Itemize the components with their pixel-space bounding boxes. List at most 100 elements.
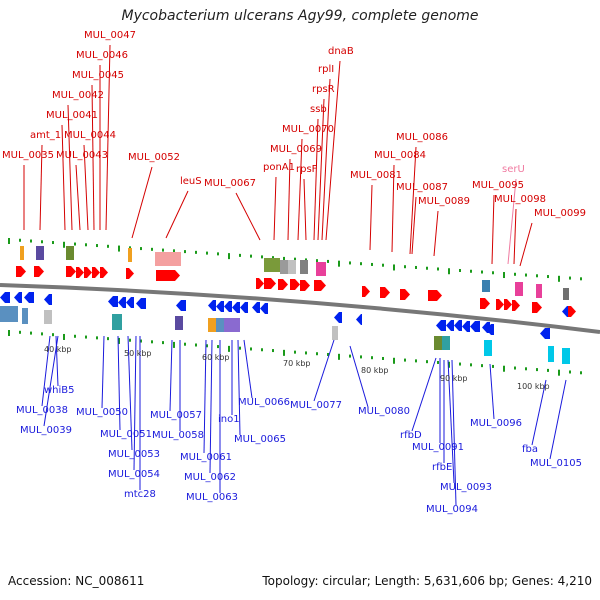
forward-gene-arrow[interactable]	[66, 266, 76, 277]
forward-gene-arrow[interactable]	[568, 306, 576, 317]
forward-gene-label[interactable]: MUL_0087	[396, 182, 448, 193]
reverse-gene-arrow[interactable]	[356, 314, 362, 325]
forward-gene-label[interactable]: MUL_0046	[76, 50, 128, 61]
reverse-gene-label[interactable]: MUL_0094	[426, 504, 478, 515]
gene-feature-box[interactable]	[208, 318, 216, 332]
reverse-gene-arrow[interactable]	[446, 320, 454, 331]
reverse-gene-label[interactable]: mtc28	[124, 489, 156, 500]
reverse-gene-label[interactable]: MUL_0039	[20, 425, 72, 436]
forward-gene-arrow[interactable]	[92, 267, 100, 278]
forward-gene-arrow[interactable]	[300, 280, 310, 291]
gene-feature-box[interactable]	[264, 258, 280, 272]
reverse-gene-label[interactable]: MUL_0038	[16, 405, 68, 416]
gene-feature-box[interactable]	[515, 282, 523, 296]
reverse-gene-arrow[interactable]	[118, 297, 126, 308]
gene-feature-box[interactable]	[536, 284, 542, 298]
reverse-gene-arrow[interactable]	[436, 320, 446, 331]
gene-feature-box[interactable]	[20, 246, 24, 260]
gene-feature-box[interactable]	[224, 318, 232, 332]
reverse-gene-arrow[interactable]	[462, 321, 470, 332]
gene-feature-box[interactable]	[0, 306, 18, 322]
forward-gene-arrow[interactable]	[504, 299, 512, 310]
reverse-gene-arrow[interactable]	[240, 302, 248, 313]
forward-gene-arrow[interactable]	[480, 298, 490, 309]
forward-gene-label[interactable]: dnaB	[328, 46, 354, 57]
reverse-gene-arrow[interactable]	[562, 306, 568, 317]
forward-gene-arrow[interactable]	[290, 279, 300, 290]
gene-feature-box[interactable]	[484, 340, 492, 356]
reverse-gene-label[interactable]: MUL_0065	[234, 434, 286, 445]
forward-gene-arrow[interactable]	[256, 278, 264, 289]
reverse-gene-label[interactable]: MUL_0066	[238, 397, 290, 408]
reverse-gene-label[interactable]: MUL_0105	[530, 458, 582, 469]
forward-gene-arrow[interactable]	[126, 268, 134, 279]
forward-gene-label[interactable]: MUL_0084	[374, 150, 426, 161]
forward-gene-label[interactable]: MUL_0035	[2, 150, 54, 161]
forward-gene-arrow[interactable]	[264, 278, 276, 289]
forward-gene-label[interactable]: MUL_0081	[350, 170, 402, 181]
gene-feature-box[interactable]	[216, 318, 224, 332]
reverse-gene-arrow[interactable]	[44, 294, 52, 305]
forward-gene-arrow[interactable]	[380, 287, 390, 298]
forward-gene-arrow[interactable]	[314, 280, 326, 291]
forward-gene-label[interactable]: MUL_0099	[534, 208, 586, 219]
reverse-gene-label[interactable]: whiB5	[44, 385, 75, 396]
reverse-gene-arrow[interactable]	[208, 300, 216, 311]
forward-gene-label[interactable]: leuS	[180, 176, 202, 187]
gene-feature-box[interactable]	[280, 260, 288, 274]
reverse-gene-arrow[interactable]	[108, 296, 118, 307]
gene-feature-box[interactable]	[548, 346, 554, 362]
reverse-gene-arrow[interactable]	[334, 312, 342, 323]
reverse-gene-label[interactable]: MUL_0091	[412, 442, 464, 453]
forward-gene-label[interactable]: MUL_0086	[396, 132, 448, 143]
reverse-gene-label[interactable]: MUL_0058	[152, 430, 204, 441]
reverse-gene-label[interactable]: MUL_0051	[100, 429, 152, 440]
forward-gene-arrow[interactable]	[496, 299, 504, 310]
forward-gene-label[interactable]: rpsR	[312, 84, 335, 95]
gene-feature-box[interactable]	[22, 308, 28, 324]
reverse-gene-label[interactable]: rfbD	[400, 430, 422, 441]
forward-gene-label[interactable]: MUL_0041	[46, 110, 98, 121]
gene-feature-box[interactable]	[288, 260, 296, 274]
forward-gene-label[interactable]: MUL_0095	[472, 180, 524, 191]
reverse-gene-arrow[interactable]	[260, 303, 268, 314]
reverse-gene-arrow[interactable]	[24, 292, 34, 303]
reverse-gene-arrow[interactable]	[216, 301, 224, 312]
gene-feature-box[interactable]	[155, 252, 181, 266]
reverse-gene-label[interactable]: MUL_0093	[440, 482, 492, 493]
reverse-gene-arrow[interactable]	[540, 328, 550, 339]
forward-gene-label[interactable]: serU	[502, 164, 525, 175]
forward-gene-arrow[interactable]	[34, 266, 44, 277]
reverse-gene-label[interactable]: MUL_0063	[186, 492, 238, 503]
reverse-gene-label[interactable]: rfbE	[432, 462, 452, 473]
forward-gene-label[interactable]: amt_1	[30, 130, 61, 141]
reverse-gene-arrow[interactable]	[454, 320, 462, 331]
reverse-gene-arrow[interactable]	[470, 321, 480, 332]
gene-feature-box[interactable]	[563, 288, 569, 300]
forward-gene-arrow[interactable]	[512, 300, 520, 311]
forward-gene-arrow[interactable]	[428, 290, 442, 301]
forward-gene-label[interactable]: MUL_0067	[204, 178, 256, 189]
reverse-gene-arrow[interactable]	[486, 324, 494, 335]
reverse-gene-arrow[interactable]	[126, 297, 134, 308]
reverse-gene-arrow[interactable]	[232, 302, 240, 313]
forward-gene-arrow[interactable]	[76, 267, 84, 278]
gene-feature-box[interactable]	[232, 318, 240, 332]
reverse-gene-arrow[interactable]	[252, 302, 260, 313]
reverse-gene-label[interactable]: MUL_0077	[290, 400, 342, 411]
gene-feature-box[interactable]	[562, 348, 570, 364]
forward-gene-arrow[interactable]	[100, 267, 108, 278]
forward-gene-label[interactable]: MUL_0089	[418, 196, 470, 207]
reverse-gene-label[interactable]: MUL_0053	[108, 449, 160, 460]
forward-gene-label[interactable]: rplI	[318, 64, 334, 75]
forward-gene-arrow[interactable]	[84, 267, 92, 278]
reverse-gene-arrow[interactable]	[136, 298, 146, 309]
forward-gene-label[interactable]: MUL_0098	[494, 194, 546, 205]
reverse-gene-label[interactable]: MUL_0080	[358, 406, 410, 417]
gene-feature-box[interactable]	[66, 246, 74, 260]
forward-gene-label[interactable]: MUL_0042	[52, 90, 104, 101]
gene-feature-box[interactable]	[128, 248, 132, 262]
forward-gene-label[interactable]: MUL_0045	[72, 70, 124, 81]
forward-gene-label[interactable]: rpsF	[296, 164, 318, 175]
reverse-gene-label[interactable]: MUL_0057	[150, 410, 202, 421]
